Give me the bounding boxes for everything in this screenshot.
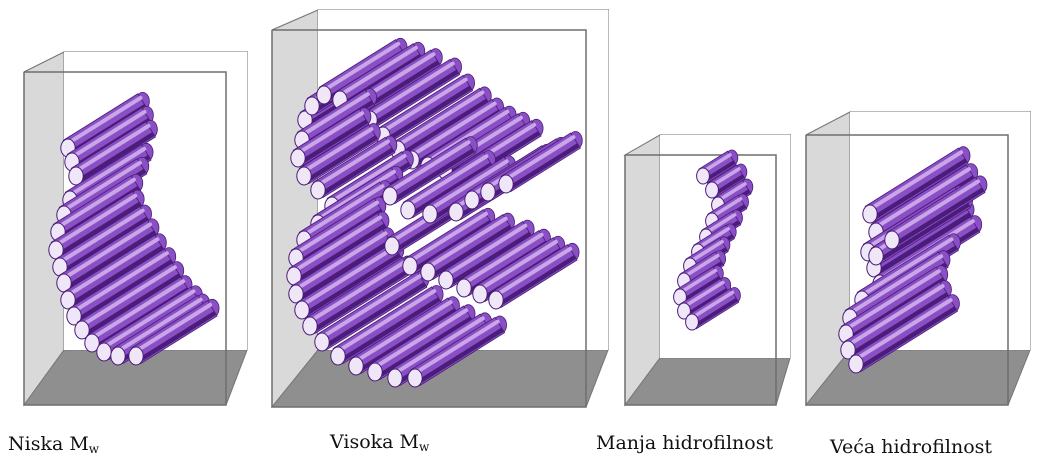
box-left-wall: [272, 10, 318, 407]
box-visoka-mw: [272, 10, 608, 407]
caption-visoka-mw: Visoka Mw: [330, 431, 429, 454]
caption-niska-mw: Niska Mw: [8, 433, 99, 456]
box-veca-hidrofilnost: [806, 112, 1030, 405]
box-niska-mw: [24, 52, 247, 405]
caption-manja-hidrofilnost: Manja hidrofilnost: [596, 432, 773, 454]
box-manja-hidrofilnost: [625, 135, 790, 405]
caption-veca-hidrofilnost: Veća hidrofilnost: [830, 436, 992, 458]
